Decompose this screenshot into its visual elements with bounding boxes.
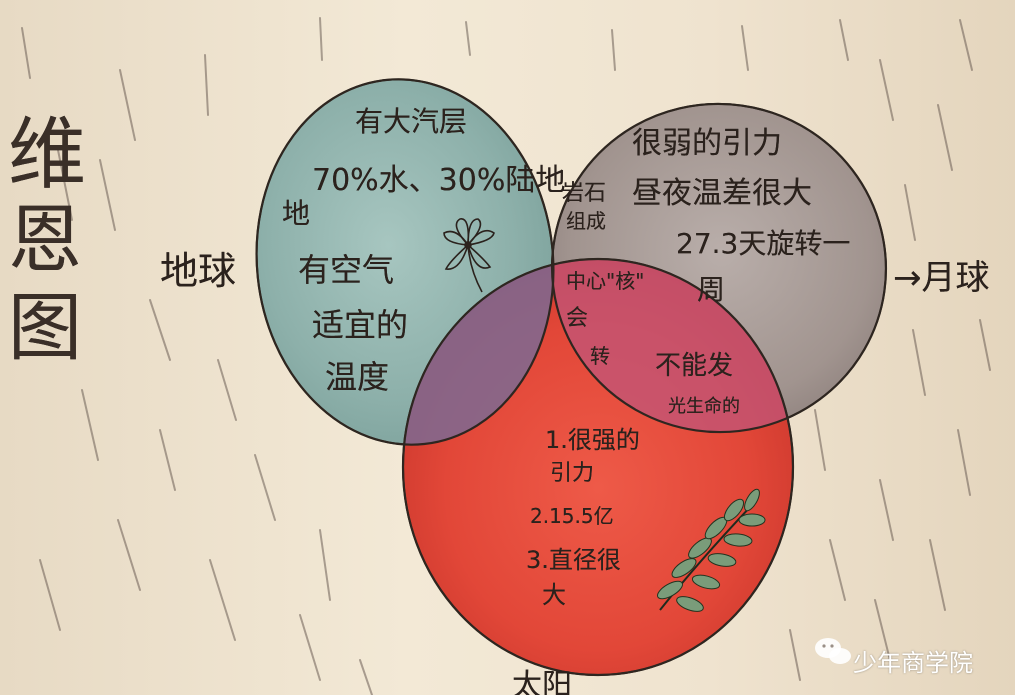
- moon-sun-text-2: 光生命的: [668, 396, 740, 417]
- wechat-logo-icon: [815, 638, 851, 664]
- watermark-text: 少年商学院: [853, 649, 973, 677]
- center-text-3: 转: [590, 344, 610, 368]
- flower-icon: [443, 218, 495, 293]
- earth-text-5: 适宜的: [312, 306, 409, 344]
- center-text-1: 中心"核": [566, 269, 645, 293]
- title-char-3: 图: [8, 285, 82, 371]
- title-char-2: 恩: [8, 197, 82, 283]
- title-char-1: 维: [8, 110, 87, 200]
- earth-moon-text-2: 组成: [566, 209, 606, 233]
- earth-moon-text-1: 岩石: [562, 181, 607, 206]
- earth-text-6: 温度: [325, 358, 390, 396]
- moon-sun-text-1: 不能发: [655, 351, 734, 381]
- moon-text-1: 很弱的引力: [632, 126, 782, 161]
- sun-label: 太阳: [512, 668, 572, 695]
- moon-sun-overlap: [530, 259, 793, 454]
- sun-text-5: 大: [542, 581, 566, 609]
- sun-text-4: 3.直径很: [526, 546, 621, 574]
- moon-label: →月球: [893, 258, 990, 298]
- moon-text-2: 昼夜温差很大: [632, 176, 812, 211]
- moon-text-3: 27.3天旋转一: [676, 227, 851, 260]
- earth-text-2: 70%水、30%陆地: [312, 163, 566, 198]
- moon-text-4: 周: [697, 273, 726, 306]
- leaf-branch-icon: [657, 488, 766, 612]
- earth-sun-overlap: [403, 259, 572, 460]
- earth-text-1: 有大汽层: [355, 105, 468, 138]
- pencil-strokes: [21, 17, 991, 695]
- earth-text-3: 地: [282, 197, 311, 230]
- sun-text-1: 1.很强的: [545, 426, 640, 454]
- sun-text-2: 引力: [550, 461, 595, 486]
- center-text-2: 会: [566, 306, 589, 331]
- sun-text-3: 2.15.5亿: [530, 504, 614, 528]
- earth-label: 地球: [160, 249, 237, 293]
- earth-text-4: 有空气: [298, 251, 395, 289]
